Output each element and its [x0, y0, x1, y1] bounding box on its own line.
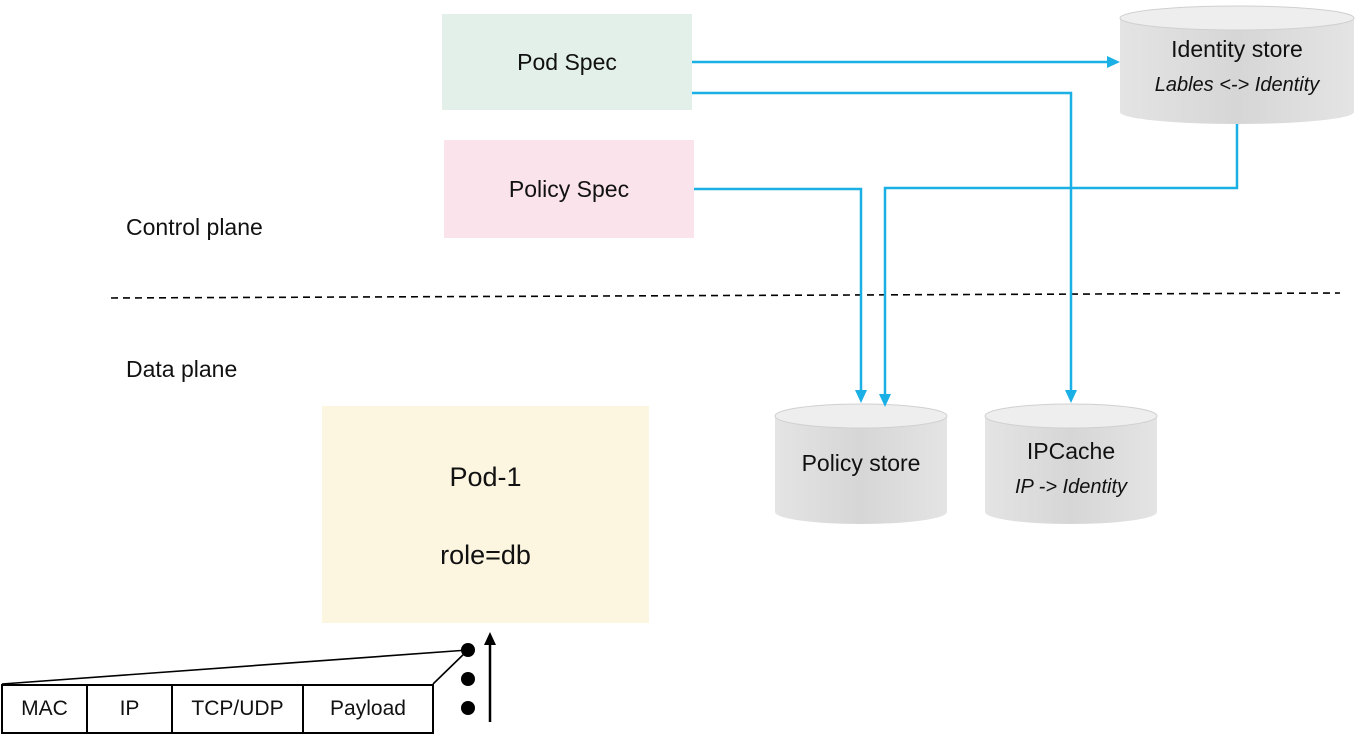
packet-callout-line-bottom [432, 649, 469, 685]
packet-field-ip: IP [86, 684, 173, 734]
packet-dot-2 [461, 672, 475, 686]
pod-spec-box: Pod Spec [442, 14, 692, 110]
ipcache-text: IPCache IP -> Identity [985, 438, 1157, 499]
pod-spec-label: Pod Spec [517, 48, 617, 75]
packet-field-tcp-udp: TCP/UDP [171, 684, 304, 734]
data-plane-label: Data plane [126, 356, 238, 382]
plane-divider [110, 292, 1341, 299]
ipcache-cylinder [984, 403, 1158, 524]
identity-store-title: Identity store [1171, 36, 1303, 62]
identity-store-cylinder [1119, 5, 1355, 124]
policy-store-title: Policy store [801, 450, 921, 476]
identity-store-text: Identity store Lables <-> Identity [1120, 36, 1354, 97]
packet-field-payload: Payload [302, 684, 434, 734]
packet-field-mac: MAC [1, 684, 88, 734]
ingress-arrowhead [484, 632, 496, 645]
policy-spec-label: Policy Spec [508, 175, 630, 202]
arrowhead-identity [1107, 56, 1120, 68]
arrow-podspec-ipcache [692, 91, 1073, 390]
packet-dot-1 [461, 643, 475, 657]
ipcache-subtitle: IP -> Identity [1014, 476, 1128, 498]
arrowhead-ipcache [1065, 390, 1077, 403]
packet-dot-3 [461, 701, 475, 715]
arrow-identity-policystore [883, 124, 1239, 394]
pod-name: Pod-1 [449, 462, 522, 492]
arrow-policyspec-policystore [694, 187, 863, 390]
control-plane-label: Control plane [126, 214, 263, 240]
policy-store-text: Policy store [775, 450, 947, 477]
identity-store-subtitle: Lables <-> Identity [1154, 74, 1320, 96]
ipcache-title: IPCache [1026, 438, 1116, 464]
policy-store-cylinder [774, 403, 948, 524]
policy-spec-box: Policy Spec [444, 140, 694, 238]
packet-callout-line-top [1, 649, 469, 685]
arrowhead-policystore-1 [855, 390, 867, 403]
arrowhead-policystore-2 [879, 394, 891, 407]
pod-box: Pod-1 role=db [322, 406, 649, 623]
pod-role-label: role=db [440, 540, 531, 570]
